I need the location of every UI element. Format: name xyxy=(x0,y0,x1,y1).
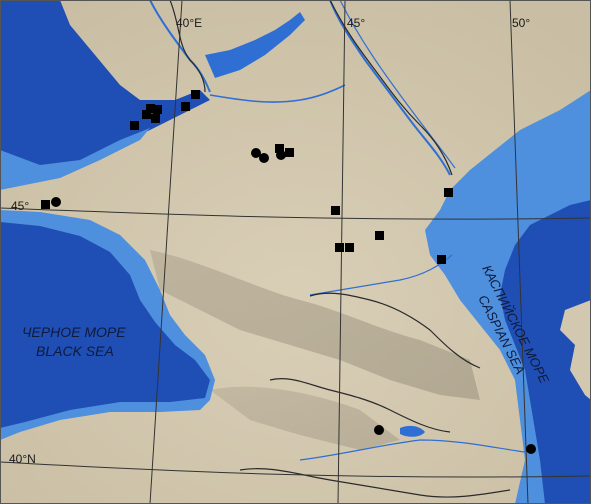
square-marker-icon xyxy=(151,114,160,123)
circle-marker-icon xyxy=(374,425,384,435)
circle-marker-icon xyxy=(251,148,261,158)
square-marker-icon xyxy=(345,243,354,252)
circle-marker-icon xyxy=(259,153,269,163)
caspian-sea xyxy=(500,200,591,504)
circle-marker-icon xyxy=(526,444,536,454)
border-armenia xyxy=(269,378,451,433)
square-marker-icon xyxy=(41,200,50,209)
square-marker-icon xyxy=(335,243,344,252)
border-north xyxy=(169,0,206,93)
caucasus-relief xyxy=(150,250,480,400)
square-marker-icon xyxy=(285,148,294,157)
meridian-40 xyxy=(149,0,183,504)
square-marker-icon xyxy=(191,90,200,99)
square-marker-icon xyxy=(181,102,190,111)
square-marker-icon xyxy=(142,110,151,119)
terek-river xyxy=(309,254,453,296)
lat-40-label: 40°N xyxy=(9,452,36,466)
square-marker-icon xyxy=(444,188,453,197)
volga-river-2 xyxy=(339,0,456,169)
border-kazakh xyxy=(329,0,453,176)
sevan-lake xyxy=(400,425,425,437)
lon-45-label: 45° xyxy=(347,16,365,30)
border-turkey-iran xyxy=(239,468,511,498)
circle-markers xyxy=(51,148,536,454)
caspian-east-coast xyxy=(560,300,591,400)
square-markers xyxy=(41,90,453,264)
square-marker-icon xyxy=(437,255,446,264)
lat-45-label: 45° xyxy=(11,199,29,213)
square-marker-icon xyxy=(146,104,155,113)
volga-river xyxy=(329,0,451,176)
black-sea xyxy=(0,222,210,428)
black-sea-ru-label: ЧЕРНОЕ МОРЕ xyxy=(22,324,126,340)
lon-50-label: 50° xyxy=(512,16,530,30)
square-marker-icon xyxy=(130,121,139,130)
square-marker-icon xyxy=(153,105,162,114)
square-marker-icon xyxy=(375,231,384,240)
circle-marker-icon xyxy=(276,150,286,160)
lon-40-label: 40°E xyxy=(176,16,202,30)
parallel-40 xyxy=(0,461,591,478)
square-marker-icon xyxy=(275,144,284,153)
black-sea-en-label: BLACK SEA xyxy=(36,343,114,359)
square-marker-icon xyxy=(331,206,340,215)
meridian-50 xyxy=(509,0,529,504)
kura-river xyxy=(299,439,526,461)
tsimlyansk-reservoir xyxy=(205,12,305,78)
manych-river xyxy=(209,84,346,103)
sea-of-azov-shelf xyxy=(0,128,150,190)
lesser-caucasus-relief xyxy=(210,386,400,450)
sea-of-azov xyxy=(0,0,210,185)
parallel-45 xyxy=(0,207,591,220)
circle-marker-icon xyxy=(51,197,61,207)
